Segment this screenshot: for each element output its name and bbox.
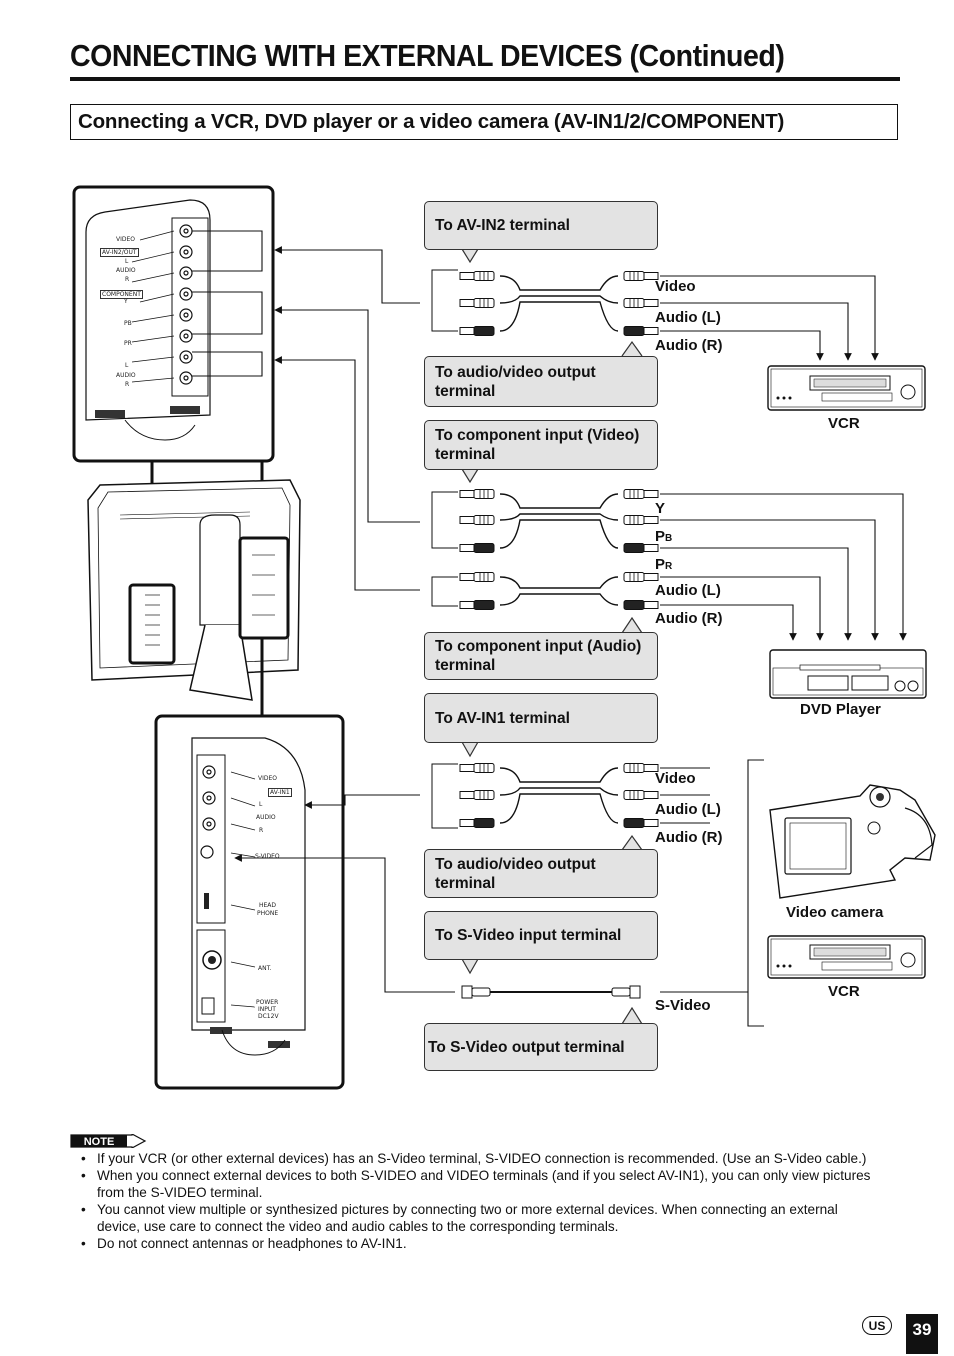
panel-label-video: VIDEO — [116, 236, 136, 243]
note-item: You cannot view multiple or synthesized … — [80, 1201, 880, 1235]
cable-group-3 — [431, 763, 659, 829]
panel1-label-power: POWER — [256, 999, 279, 1006]
panel-label-pb: PB — [124, 320, 132, 327]
panel1-label-av-in1: AV-IN1 — [268, 788, 292, 797]
label-g2-pr: PR — [655, 556, 673, 573]
note-item: If your VCR (or other external devices) … — [80, 1150, 880, 1167]
svg-text:NOTE: NOTE — [84, 1136, 115, 1148]
label-g1-audio-l: Audio (L) — [655, 309, 721, 326]
panel-label-audio2: AUDIO — [116, 372, 136, 379]
svideo-cable — [461, 985, 641, 999]
section-heading-box: Connecting a VCR, DVD player or a video … — [70, 104, 898, 140]
panel1-label-ant: ANT. — [258, 965, 272, 972]
panel1-label-l: L — [259, 801, 263, 808]
label-g3-video: Video — [655, 770, 696, 787]
callout-component-video: To component input (Video) terminal — [424, 420, 658, 470]
section-heading: Connecting a VCR, DVD player or a video … — [78, 110, 785, 133]
callout-svideo-output: To S-Video output terminal — [424, 1023, 658, 1071]
tv-rear-view — [87, 461, 301, 715]
page-title: CONNECTING WITH EXTERNAL DEVICES (Contin… — [70, 38, 785, 73]
panel1-label-video: VIDEO — [258, 775, 278, 782]
panel1-label-dc12v: DC12V — [258, 1013, 279, 1020]
video-camera-device — [769, 784, 936, 899]
label-video-camera: Video camera — [786, 904, 884, 921]
panel1-label-head: HEAD — [259, 902, 277, 909]
panel-label-r2: R — [125, 381, 130, 388]
top-terminal-panel — [72, 185, 275, 463]
label-g3-audio-l: Audio (L) — [655, 801, 721, 818]
vcr-top-device — [767, 365, 926, 411]
label-g2-pb: PB — [655, 528, 673, 545]
panel1-label-phone: PHONE — [257, 910, 279, 917]
panel1-label-svideo: S-VIDEO — [255, 853, 280, 860]
panel1-label-r: R — [259, 827, 264, 834]
callout-av-in1: To AV-IN1 terminal — [424, 693, 658, 743]
callout-component-audio: To component input (Audio) terminal — [424, 632, 658, 680]
note-badge: NOTE — [70, 1134, 147, 1148]
region-badge: US — [862, 1316, 892, 1335]
panel-label-av-inout: AV-IN2/OUT — [100, 248, 139, 257]
note-item: Do not connect antennas or headphones to… — [80, 1235, 880, 1252]
label-vcr-bottom: VCR — [828, 983, 860, 1000]
label-vcr-top: VCR — [828, 415, 860, 432]
panel-label-pr: PR — [124, 340, 132, 347]
label-g3-audio-r: Audio (R) — [655, 829, 723, 846]
bottom-terminal-panel — [154, 714, 345, 1090]
panel-label-r: R — [125, 276, 130, 283]
notes-list: If your VCR (or other external devices) … — [80, 1150, 880, 1252]
title-rule — [70, 77, 900, 81]
panel-label-y: Y — [124, 298, 128, 305]
label-g1-audio-r: Audio (R) — [655, 337, 723, 354]
callout-av-in2: To AV-IN2 terminal — [424, 201, 658, 250]
label-g2-audio-r: Audio (R) — [655, 610, 723, 627]
label-g2-y: Y — [655, 500, 666, 517]
vcr-bottom-device — [767, 935, 926, 979]
panel1-label-audio: AUDIO — [256, 814, 276, 821]
callout-svideo-input: To S-Video input terminal — [424, 911, 658, 960]
label-g2-audio-l: Audio (L) — [655, 582, 721, 599]
panel1-label-input: INPUT — [258, 1006, 276, 1013]
cable-group-2 — [431, 489, 659, 610]
callout-av-output-2: To audio/video output terminal — [424, 849, 658, 898]
panel-label-l: L — [125, 258, 129, 265]
callout-av-output-1: To audio/video output terminal — [424, 356, 658, 407]
dvd-player-device — [769, 649, 927, 699]
cable-group-1 — [431, 269, 659, 336]
panel-label-l2: L — [125, 362, 129, 369]
label-svideo: S-Video — [655, 997, 711, 1014]
note-item: When you connect external devices to bot… — [80, 1167, 880, 1201]
panel-label-component: COMPONENT — [100, 290, 143, 299]
label-dvd-player: DVD Player — [800, 701, 881, 718]
label-g1-video: Video — [655, 278, 696, 295]
panel-label-audio: AUDIO — [116, 267, 136, 274]
page-number: 39 — [906, 1314, 938, 1354]
